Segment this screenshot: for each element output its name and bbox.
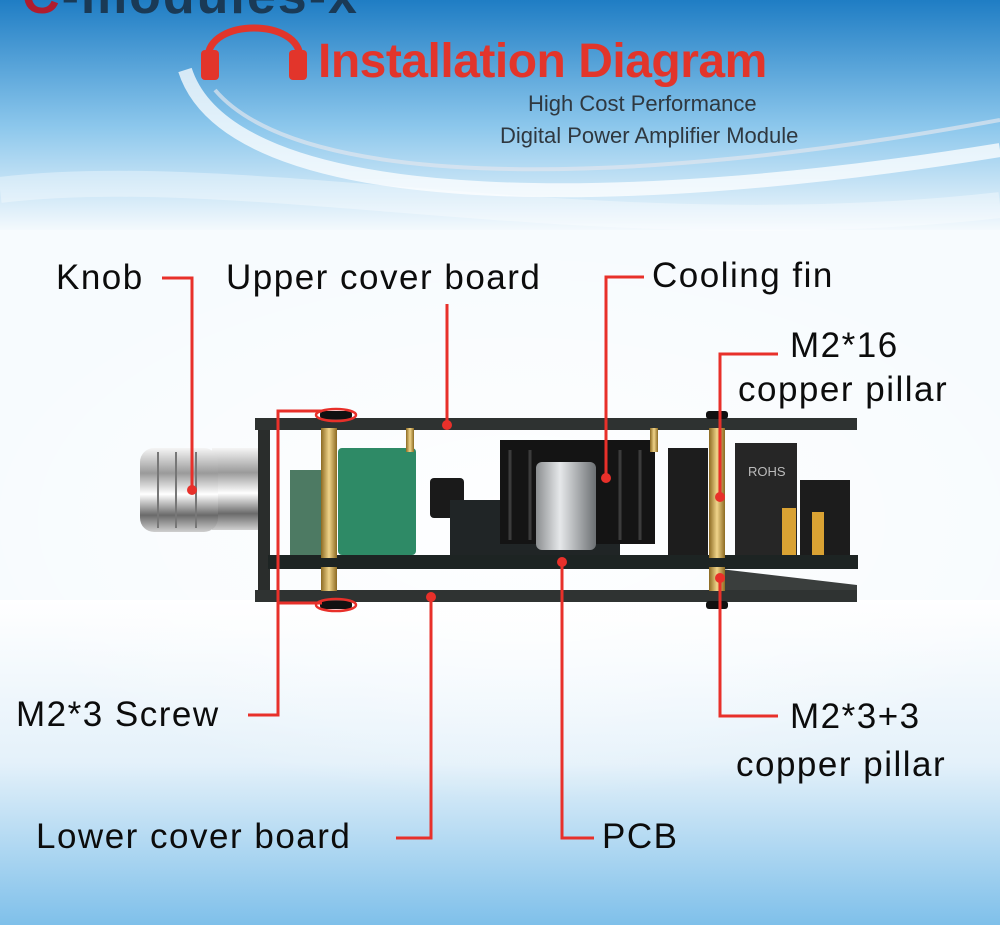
label-m2-3-3: M2*3+3 [790,697,921,736]
leader-knob [162,276,194,490]
subtitle-line-1: High Cost Performance [528,91,757,116]
subtitle-line-2: Digital Power Amplifier Module [500,123,799,148]
leader-m2-16 [718,352,778,497]
label-m2-3-screw: M2*3 Screw [16,695,220,734]
leader-cooling-fin [604,275,644,478]
lower-cover-board [255,590,857,602]
leader-m2-3-screw-top [248,409,322,717]
label-knob: Knob [56,258,144,297]
screw-highlight-bottom [314,597,358,613]
green-capacitor [338,448,416,555]
leader-lower-cover-board [396,597,433,840]
m2-16-copper-pillar-left [321,428,337,558]
rohs-mark: ROHS [748,464,786,479]
brand-logo: C-modules-x [22,0,359,26]
leader-m2-3-3 [718,578,778,718]
label-pcb: PCB [602,817,679,856]
leader-pcb [560,562,594,840]
m2-3-screw-bottom [320,601,352,609]
label-m2-16: M2*16 [790,326,899,365]
page-title: Installation Diagram [318,35,767,88]
label-lower-cover-board: Lower cover board [36,817,352,856]
label-m2-16-copper-pillar: copper pillar [738,370,949,409]
knob [140,448,262,532]
upper-cover-board [255,418,857,430]
label-m2-3-3-copper-pillar: copper pillar [736,745,947,784]
electrolytic-capacitor [536,462,596,550]
m2-3-3-copper-pillar-left [321,567,337,591]
audio-jack [800,480,850,555]
front-plate [258,430,270,590]
m2-3-screw-top [320,411,352,419]
screw-highlight-top [314,407,358,423]
label-cooling-fin: Cooling fin [652,256,834,295]
label-upper-cover-board: Upper cover board [226,258,542,297]
